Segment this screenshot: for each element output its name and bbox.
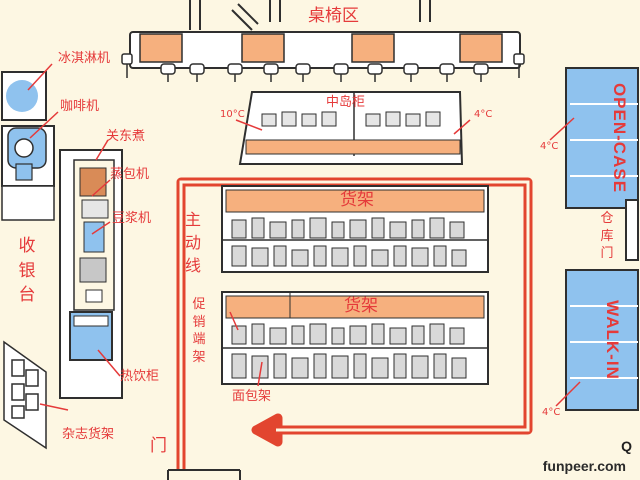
steamed-bun-machine-label: 蒸包机 (110, 167, 150, 182)
bread-rack-label: 面包架 (232, 389, 272, 404)
shelf-1-label: 货架 (340, 190, 374, 210)
logo-mark: Q (621, 438, 632, 454)
walk-in-label: WALK-IN (602, 300, 622, 380)
seating-counter (129, 31, 521, 69)
open-case-label: OPEN-CASE (610, 82, 630, 194)
annotation-pointers (27, 63, 581, 411)
cashier-label: 收银台 (18, 236, 36, 306)
coffee-machine-icon (1, 125, 55, 221)
middle-island-cabinet (238, 91, 464, 165)
ceiling-structure (189, 0, 431, 31)
walk-in-refrigerator-icon (565, 269, 639, 411)
magazine-rack-label: 杂志货架 (62, 427, 115, 442)
middle-island-label: 中岛柜 (326, 95, 366, 110)
hot-drink-cabinet-label: 热饮柜 (120, 369, 160, 384)
open-case-refrigerator-icon (565, 67, 639, 209)
entrance (167, 469, 241, 480)
soymilk-machine-label: 豆浆机 (112, 211, 152, 226)
shelf-1-icon (221, 185, 489, 273)
ice-cream-machine-label: 冰淇淋机 (58, 51, 111, 66)
magazine-rack-icon (3, 340, 47, 450)
temp-4c-opencase-label: 4°C (540, 141, 559, 152)
main-path-label: 主动线 (184, 210, 201, 276)
stools (121, 53, 525, 82)
door-label: 门 (150, 436, 167, 456)
shelf-2-icon (221, 291, 489, 385)
temp-10c-label: 10°C (220, 109, 245, 120)
seating-area-label: 桌椅区 (308, 6, 359, 26)
oden-label: 关东煮 (106, 129, 146, 144)
warehouse-door-label: 仓库门 (600, 211, 614, 262)
promo-end-rack-label: 促销端架 (192, 297, 206, 365)
hot-drink-cabinet-icon (69, 311, 113, 361)
coffee-machine-label: 咖啡机 (60, 99, 100, 114)
warehouse-door-icon (625, 199, 639, 261)
temp-4c-island-label: 4°C (474, 109, 493, 120)
shelf-2-label: 货架 (344, 296, 378, 316)
watermark: funpeer.com (542, 458, 626, 474)
ice-cream-machine-icon (1, 71, 47, 121)
path-inner-line (179, 180, 530, 470)
temp-4c-walkin-label: 4°C (542, 407, 561, 418)
